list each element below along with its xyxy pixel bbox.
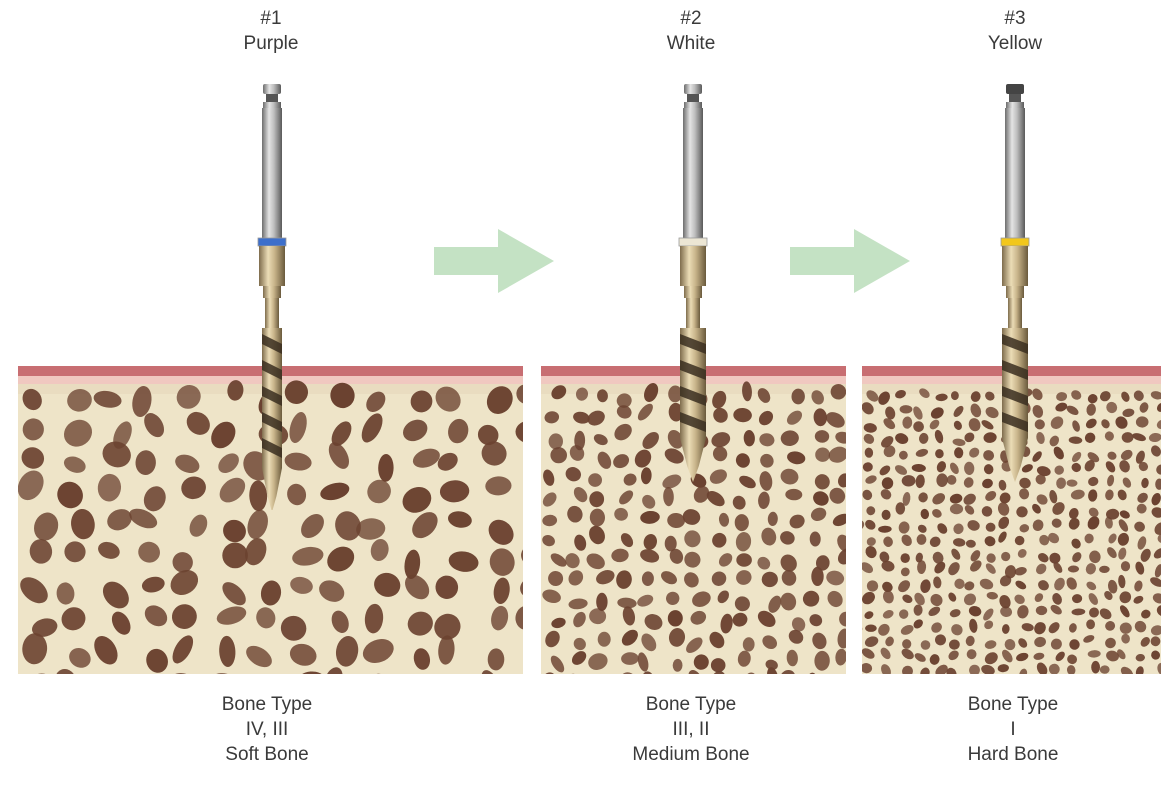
drill-1-icon: [244, 84, 300, 510]
bone-type-label: Bone Type: [571, 692, 811, 717]
drill-3-label: #3 Yellow: [915, 6, 1115, 56]
bone-density: Soft Bone: [147, 742, 387, 767]
bone-class: III, II: [571, 717, 811, 742]
bone-class: I: [893, 717, 1133, 742]
drill-3-color-name: Yellow: [915, 31, 1115, 56]
bone-density: Medium Bone: [571, 742, 811, 767]
drill-1-label: #1 Purple: [171, 6, 371, 56]
bone-class: IV, III: [147, 717, 387, 742]
bone-type-label: Bone Type: [147, 692, 387, 717]
drill-3-icon: [987, 84, 1043, 510]
drill-1-number: #1: [171, 6, 371, 31]
drill-2-label: #2 White: [591, 6, 791, 56]
arrow-right-icon: [790, 229, 910, 293]
arrow-right-icon: [434, 229, 554, 293]
bone-label-1: Bone Type IV, III Soft Bone: [147, 692, 387, 767]
drill-2-icon: [665, 84, 721, 510]
bone-label-2: Bone Type III, II Medium Bone: [571, 692, 811, 767]
bone-density: Hard Bone: [893, 742, 1133, 767]
drill-2-color-name: White: [591, 31, 791, 56]
drill-3-number: #3: [915, 6, 1115, 31]
bone-type-label: Bone Type: [893, 692, 1133, 717]
drill-1-color-name: Purple: [171, 31, 371, 56]
drill-2-number: #2: [591, 6, 791, 31]
bone-label-3: Bone Type I Hard Bone: [893, 692, 1133, 767]
